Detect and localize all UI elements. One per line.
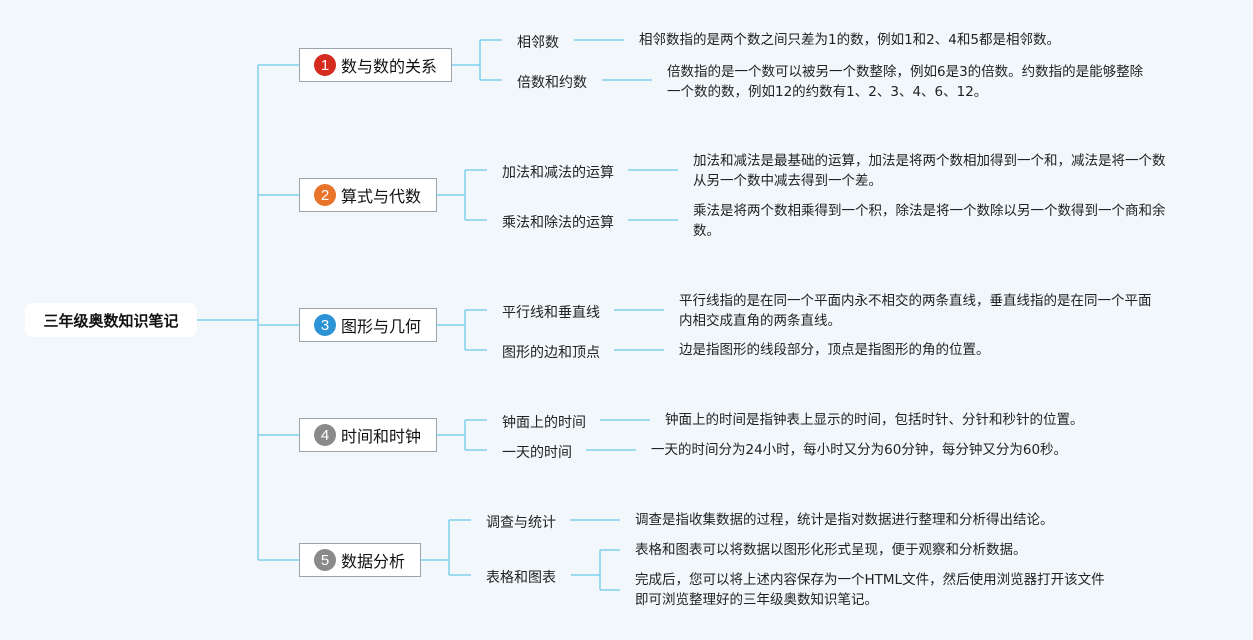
desc-clock-time: 钟面上的时间是指钟表上显示的时间，包括时针、分针和秒针的位置。 — [665, 412, 1084, 428]
desc-parallel-perpendicular: 平行线指的是在同一个平面内永不相交的两条直线，垂直线指的是在同一个平面 内相交成… — [679, 293, 1152, 329]
badge-5: 5 — [314, 549, 336, 571]
topic-add-subtract[interactable]: 加法和减法的运算 — [502, 165, 614, 181]
desc-tables-charts: 表格和图表可以将数据以图形化形式呈现，便于观察和分析数据。 — [635, 542, 1027, 558]
topic-multiples-divisors[interactable]: 倍数和约数 — [517, 75, 587, 91]
branch-node-1[interactable]: 1 数与数的关系 — [299, 48, 452, 82]
topic-day-time[interactable]: 一天的时间 — [502, 445, 572, 461]
desc-survey-statistics: 调查是指收集数据的过程，统计是指对数据进行整理和分析得出结论。 — [635, 512, 1054, 528]
branch-node-4[interactable]: 4 时间和时钟 — [299, 418, 437, 452]
badge-4: 4 — [314, 424, 336, 446]
branch-node-3[interactable]: 3 图形与几何 — [299, 308, 437, 342]
desc-add-subtract: 加法和减法是最基础的运算，加法是将两个数相加得到一个和，减法是将一个数 从另一个… — [693, 153, 1166, 189]
desc-edges-vertices: 边是指图形的线段部分，顶点是指图形的角的位置。 — [679, 342, 990, 358]
desc-tables-charts-note: 完成后，您可以将上述内容保存为一个HTML文件，然后使用浏览器打开该文件 即可浏… — [635, 572, 1105, 608]
topic-survey-statistics[interactable]: 调查与统计 — [486, 515, 556, 531]
branch-title: 数据分析 — [341, 552, 406, 571]
desc-day-time: 一天的时间分为24小时，每小时又分为60分钟，每分钟又分为60秒。 — [651, 442, 1068, 458]
branch-title: 图形与几何 — [341, 317, 422, 336]
desc-adjacent-numbers: 相邻数指的是两个数之间只差为1的数，例如1和2、4和5都是相邻数。 — [639, 32, 1060, 48]
desc-multiply-divide: 乘法是将两个数相乘得到一个积，除法是将一个数除以另一个数得到一个商和余 数。 — [693, 203, 1166, 239]
topic-parallel-perpendicular[interactable]: 平行线和垂直线 — [502, 305, 600, 321]
branch-title: 数与数的关系 — [341, 57, 438, 76]
badge-2: 2 — [314, 184, 336, 206]
desc-multiples-divisors: 倍数指的是一个数可以被另一个数整除，例如6是3的倍数。约数指的是能够整除 一个数… — [667, 64, 1144, 100]
topic-tables-charts[interactable]: 表格和图表 — [486, 570, 556, 586]
topic-adjacent-numbers[interactable]: 相邻数 — [517, 35, 559, 51]
branch-title: 时间和时钟 — [341, 427, 422, 446]
topic-multiply-divide[interactable]: 乘法和除法的运算 — [502, 215, 614, 231]
branch-title: 算式与代数 — [341, 187, 422, 206]
root-node[interactable]: 三年级奥数知识笔记 — [25, 303, 197, 337]
topic-edges-vertices[interactable]: 图形的边和顶点 — [502, 345, 600, 361]
topic-clock-time[interactable]: 钟面上的时间 — [502, 415, 586, 431]
branch-node-5[interactable]: 5 数据分析 — [299, 543, 421, 577]
branch-node-2[interactable]: 2 算式与代数 — [299, 178, 437, 212]
badge-3: 3 — [314, 314, 336, 336]
badge-1: 1 — [314, 54, 336, 76]
